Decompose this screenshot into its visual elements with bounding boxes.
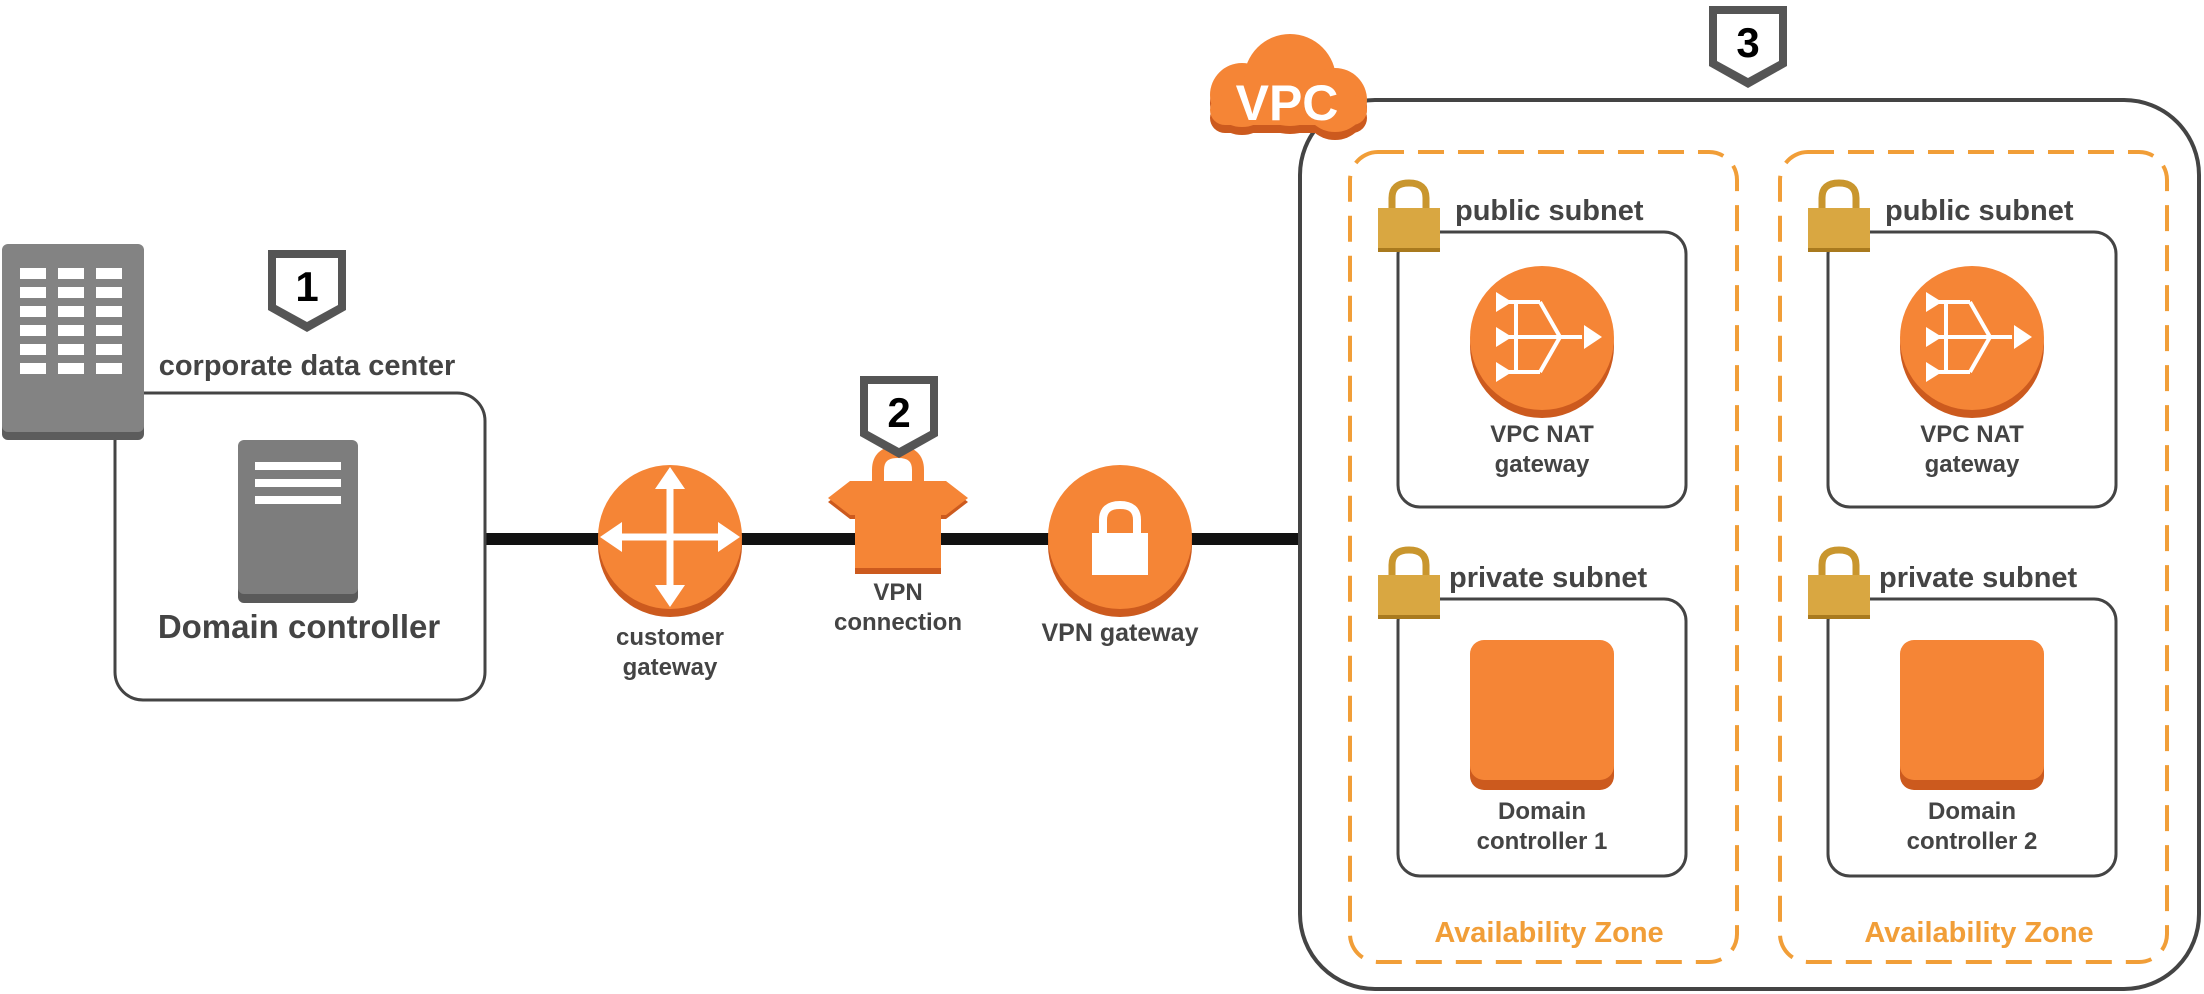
- nat-gateway-icon: [1470, 266, 1614, 418]
- domain-controller-2-label-line2: controller 2: [1907, 828, 2038, 855]
- server-icon: [238, 440, 358, 603]
- public-subnet-2-label: public subnet: [1885, 195, 2074, 227]
- corporate-data-center-title: corporate data center: [159, 350, 456, 382]
- availability-zone-1-boundary: [1348, 150, 1739, 964]
- vpn-gateway-icon: [1048, 465, 1192, 617]
- availability-zone-2-boundary: [1778, 150, 2169, 964]
- private-subnet-2-label: private subnet: [1879, 562, 2078, 594]
- customer-gateway-label-line2: gateway: [623, 654, 718, 681]
- building-icon: [2, 244, 144, 440]
- customer-gateway-label-line1: customer: [616, 624, 724, 651]
- step-marker-2: 2: [860, 376, 938, 458]
- ec2-instance-icon: [1470, 640, 1614, 790]
- ec2-instance-icon: [1900, 640, 2044, 790]
- nat-gateway-2-label-line1: VPC NAT: [1920, 421, 2024, 448]
- availability-zone-2: Availability Zone public subnet: [1778, 150, 2169, 964]
- lock-icon: [1378, 179, 1440, 252]
- private-subnet-1-label: private subnet: [1449, 562, 1648, 594]
- cloud-icon: VPC: [1210, 34, 1367, 140]
- domain-controller-1-label-line2: controller 1: [1477, 828, 1608, 855]
- step-marker-3: 3: [1709, 6, 1787, 88]
- router-icon: [598, 465, 742, 617]
- step-number-3: 3: [1736, 19, 1759, 66]
- lock-icon: [1378, 546, 1440, 619]
- availability-zone-1: Availability Zone public subnet: [1348, 150, 1739, 964]
- vpn-connection-label-line1: VPN: [873, 579, 922, 606]
- availability-zone-1-label: Availability Zone: [1434, 917, 1663, 949]
- availability-zone-2-label: Availability Zone: [1864, 917, 2093, 949]
- nat-gateway-1-label-line1: VPC NAT: [1490, 421, 1594, 448]
- domain-controller-1-label-line1: Domain: [1498, 798, 1586, 825]
- step-number-1: 1: [295, 263, 318, 310]
- lock-icon: [1808, 546, 1870, 619]
- step-marker-1: 1: [268, 250, 346, 332]
- vpn-connection-icon: [828, 445, 968, 574]
- nat-gateway-2-label-line2: gateway: [1925, 451, 2020, 478]
- nat-gateway-1-label-line2: gateway: [1495, 451, 1590, 478]
- domain-controller-label: Domain controller: [158, 608, 441, 645]
- vpc-badge-text: VPC: [1236, 75, 1339, 131]
- public-subnet-1-label: public subnet: [1455, 195, 1644, 227]
- vpn-gateway-label: VPN gateway: [1041, 619, 1198, 647]
- domain-controller-2-label-line1: Domain: [1928, 798, 2016, 825]
- vpn-connection-label-line2: connection: [834, 609, 962, 636]
- lock-icon: [1808, 179, 1870, 252]
- nat-gateway-icon: [1900, 266, 2044, 418]
- step-number-2: 2: [887, 389, 910, 436]
